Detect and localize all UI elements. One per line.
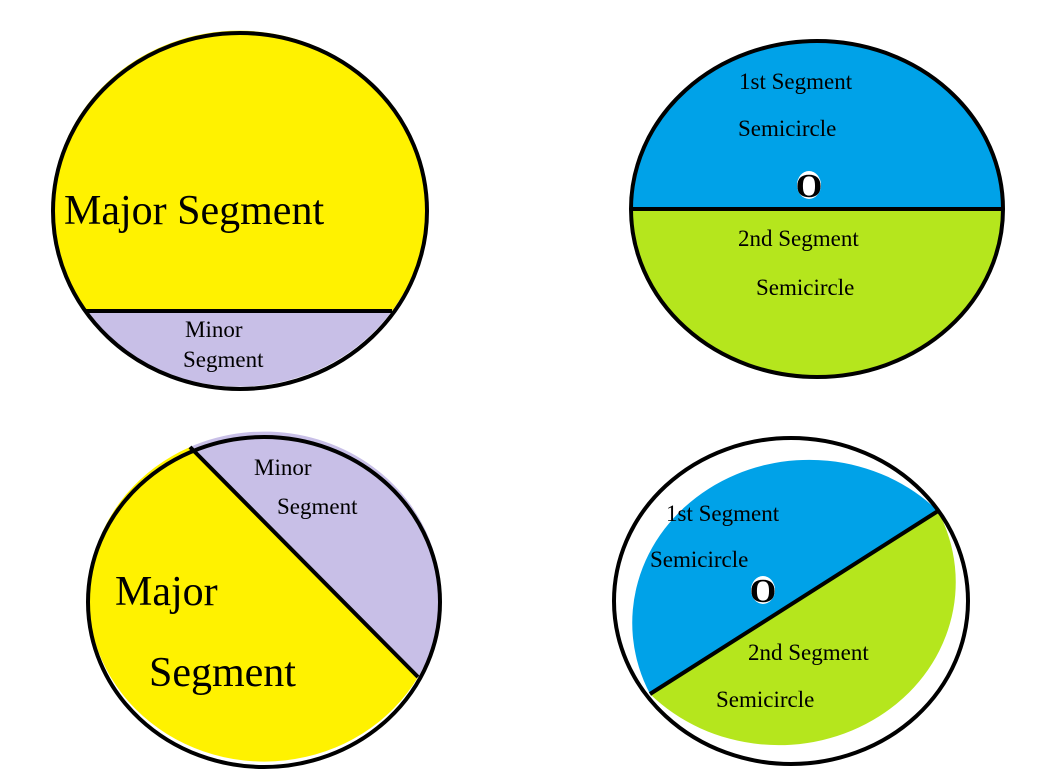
- bottom-left-minor-segment: [190, 431, 441, 677]
- bottom-left-major-segment: [88, 447, 419, 762]
- bottom-left-major-label-line2: Segment: [149, 650, 296, 696]
- top-right-second-label-line2: Semicircle: [756, 275, 854, 300]
- bottom-left-major-label-line1: Major: [115, 569, 218, 615]
- top-right-first-semicircle: [631, 41, 1003, 209]
- bottom-right-diameter: [648, 509, 940, 696]
- bottom-left-circle: Minor Segment Major Segment: [86, 431, 442, 769]
- bottom-right-second-semicircle: [650, 511, 956, 746]
- top-left-minor-label-line2: Segment: [183, 347, 264, 372]
- top-left-major-label: Major Segment: [64, 188, 324, 234]
- bottom-left-chord: [188, 445, 420, 679]
- bottom-left-minor-label-line1: Minor: [254, 455, 312, 480]
- bottom-right-first-label-line1: 1st Segment: [666, 501, 780, 526]
- top-right-first-label-line1: 1st Segment: [739, 69, 853, 94]
- top-left-minor-segment: [86, 311, 392, 387]
- top-right-second-label-line1: 2nd Segment: [738, 226, 859, 251]
- bottom-right-first-semicircle: [632, 459, 938, 694]
- bottom-right-center-point: [751, 576, 775, 604]
- bottom-right-first-label-line2: Semicircle: [650, 547, 748, 572]
- top-left-minor-label-line1: Minor: [185, 317, 243, 342]
- bottom-right-second-label-line1: 2nd Segment: [748, 640, 869, 665]
- top-left-major-segment: [52, 30, 426, 311]
- bottom-right-circle-outline: [612, 436, 970, 766]
- top-right-first-label-line2: Semicircle: [738, 116, 836, 141]
- top-right-center-label: O: [796, 168, 822, 205]
- top-left-circle: Major Segment Minor Segment: [51, 30, 429, 391]
- bottom-left-circle-outline: [86, 435, 442, 769]
- bottom-right-circle: O 1st Segment Semicircle 2nd Segment Sem…: [612, 436, 970, 766]
- bottom-right-center-label: O: [750, 573, 776, 610]
- bottom-left-minor-label-line2: Segment: [277, 494, 358, 519]
- top-right-second-semicircle: [631, 209, 1003, 377]
- top-right-center-point: [797, 171, 821, 199]
- bottom-right-second-label-line2: Semicircle: [716, 687, 814, 712]
- top-right-circle: O 1st Segment Semicircle 2nd Segment Sem…: [629, 39, 1005, 379]
- top-left-circle-outline: [51, 31, 429, 391]
